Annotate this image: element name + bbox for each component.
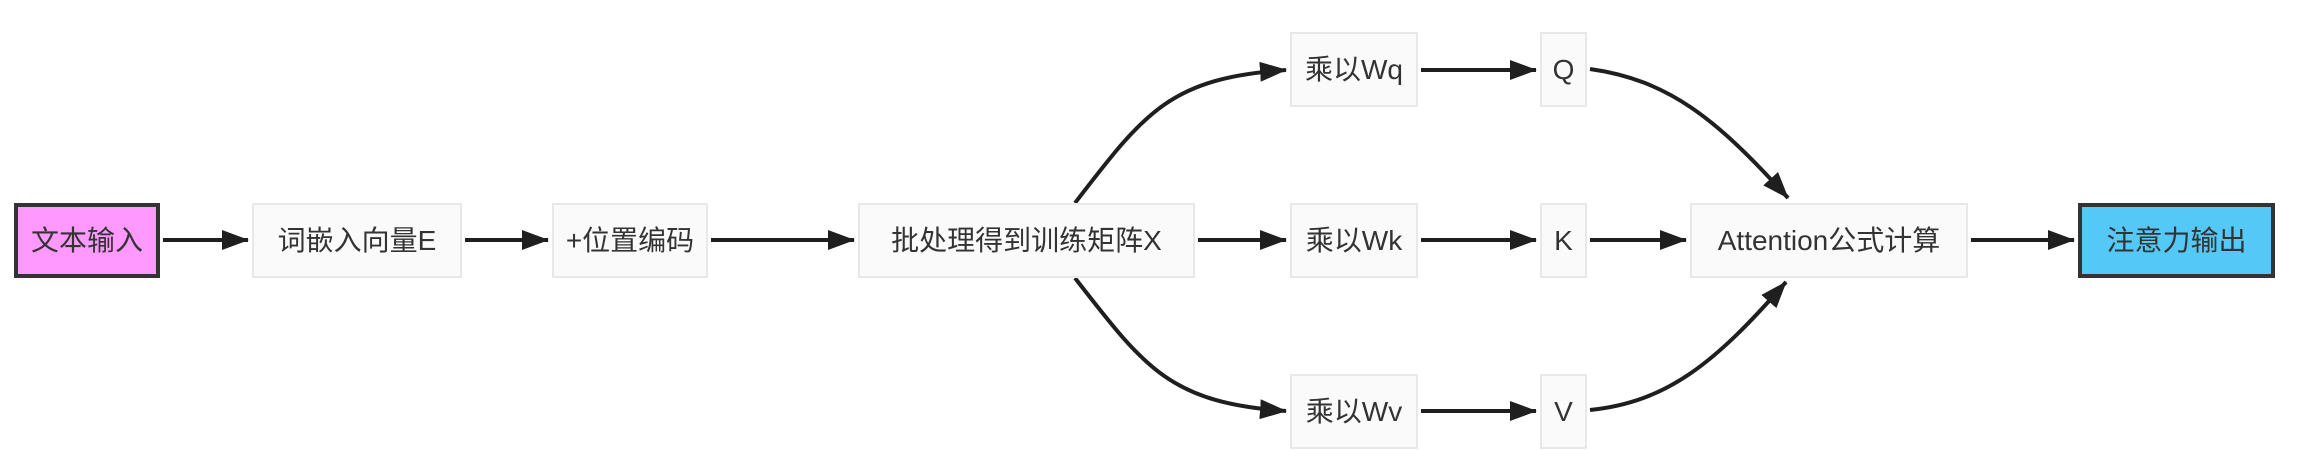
node-positional-encoding: +位置编码 (552, 203, 708, 278)
node-attention-compute: Attention公式计算 (1690, 203, 1968, 278)
edge-v-to-attention-compute (1589, 280, 1788, 412)
node-batch-training-matrix: 批处理得到训练矩阵X (858, 203, 1195, 278)
node-v: V (1540, 374, 1587, 449)
edge-batch-matrix-to-multiply-wv (1073, 276, 1287, 420)
node-q: Q (1540, 32, 1587, 107)
node-k: K (1540, 203, 1587, 278)
edge-batch-matrix-to-multiply-wq (1073, 61, 1287, 205)
node-attention-output: 注意力输出 (2078, 203, 2275, 278)
node-multiply-wk: 乘以Wk (1290, 203, 1418, 278)
node-word-embedding: 词嵌入向量E (252, 203, 462, 278)
node-text-input: 文本输入 (14, 203, 160, 278)
node-multiply-wv: 乘以Wv (1290, 374, 1418, 449)
edge-q-to-attention-compute (1589, 67, 1790, 200)
node-multiply-wq: 乘以Wq (1290, 32, 1418, 107)
